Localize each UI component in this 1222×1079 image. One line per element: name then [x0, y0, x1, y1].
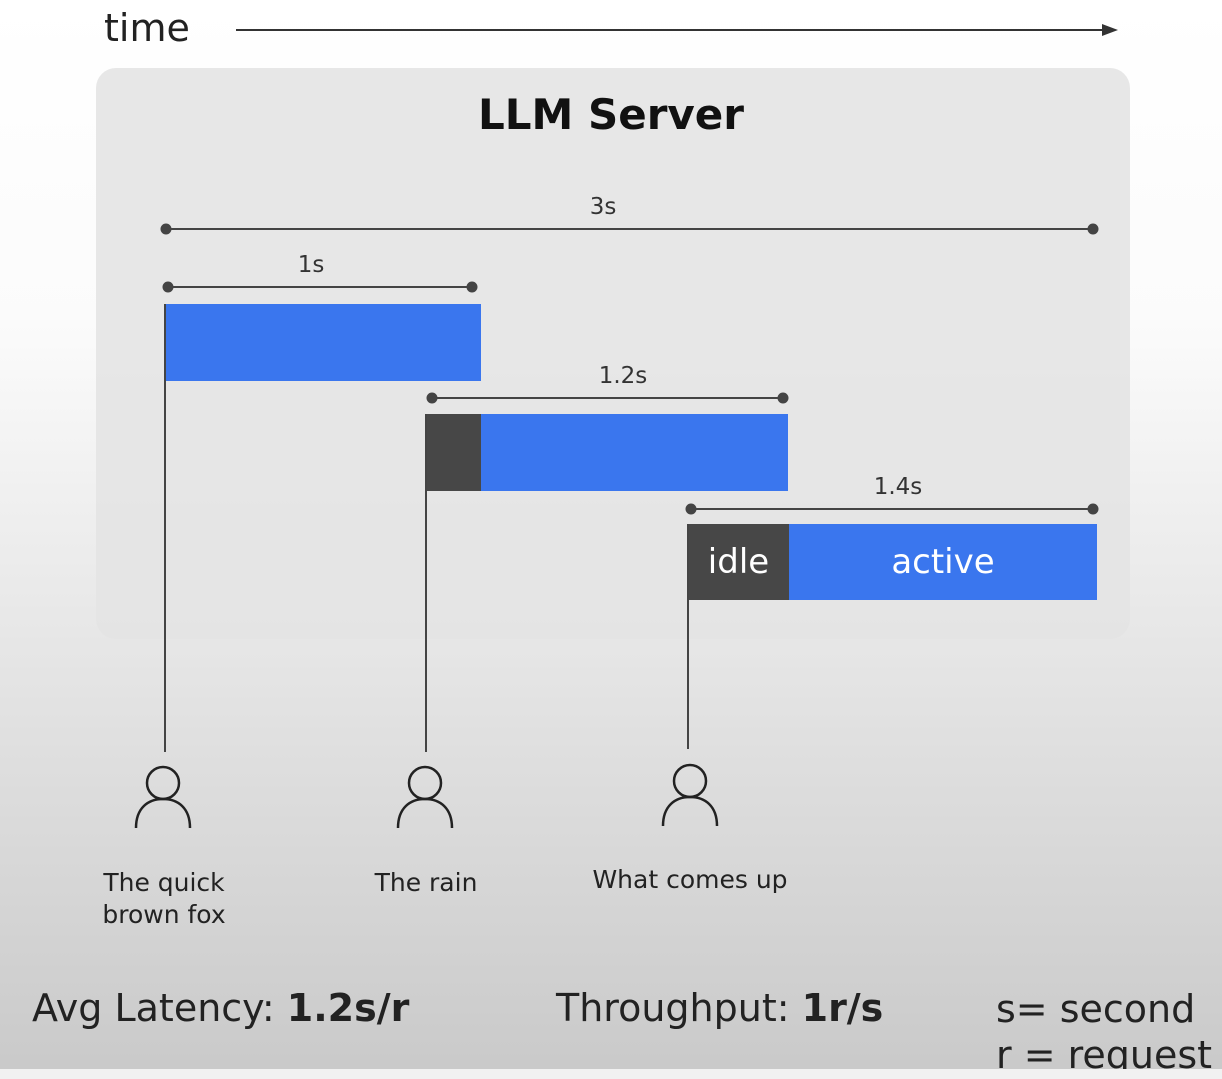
user-1-icon — [134, 765, 192, 829]
user-2-prompt: The rain — [374, 868, 478, 897]
request-3-active-bar: active — [789, 524, 1097, 600]
total-duration-label: 3s — [589, 194, 617, 220]
server-title: LLM Server — [478, 90, 744, 139]
idle-label: idle — [707, 542, 770, 582]
bottom-strip — [0, 1069, 1222, 1079]
avg-latency-value: 1.2s/r — [286, 986, 410, 1030]
user-2-connector — [425, 414, 427, 752]
dimension-lines — [160, 223, 1099, 515]
time-arrow-icon — [236, 24, 1118, 36]
user-1-connector — [164, 304, 166, 752]
active-label: active — [891, 542, 995, 582]
second-duration-label: 1.2s — [598, 363, 648, 389]
request-3-idle-bar: idle — [688, 524, 789, 600]
avg-latency-label: Avg Latency: — [32, 986, 275, 1030]
user-3-icon — [661, 763, 719, 827]
third-duration-label: 1.4s — [873, 474, 923, 500]
user-2-icon — [396, 765, 454, 829]
user-3-connector — [687, 524, 689, 749]
request-1-active-bar — [165, 304, 481, 381]
user-1-prompt: The quick brown fox — [102, 868, 226, 929]
request-2-idle-bar — [426, 414, 481, 491]
request-2-active-bar — [481, 414, 788, 491]
throughput-value: 1r/s — [801, 986, 884, 1030]
unit-legend: s= second r = request — [996, 987, 1213, 1077]
throughput-label: Throughput: — [556, 986, 790, 1030]
first-duration-label: 1s — [297, 252, 325, 278]
avg-latency: Avg Latency: 1.2s/r — [32, 986, 409, 1030]
throughput: Throughput: 1r/s — [556, 986, 883, 1030]
user-3-prompt: What comes up — [592, 865, 788, 894]
time-axis-label: time — [104, 6, 190, 50]
